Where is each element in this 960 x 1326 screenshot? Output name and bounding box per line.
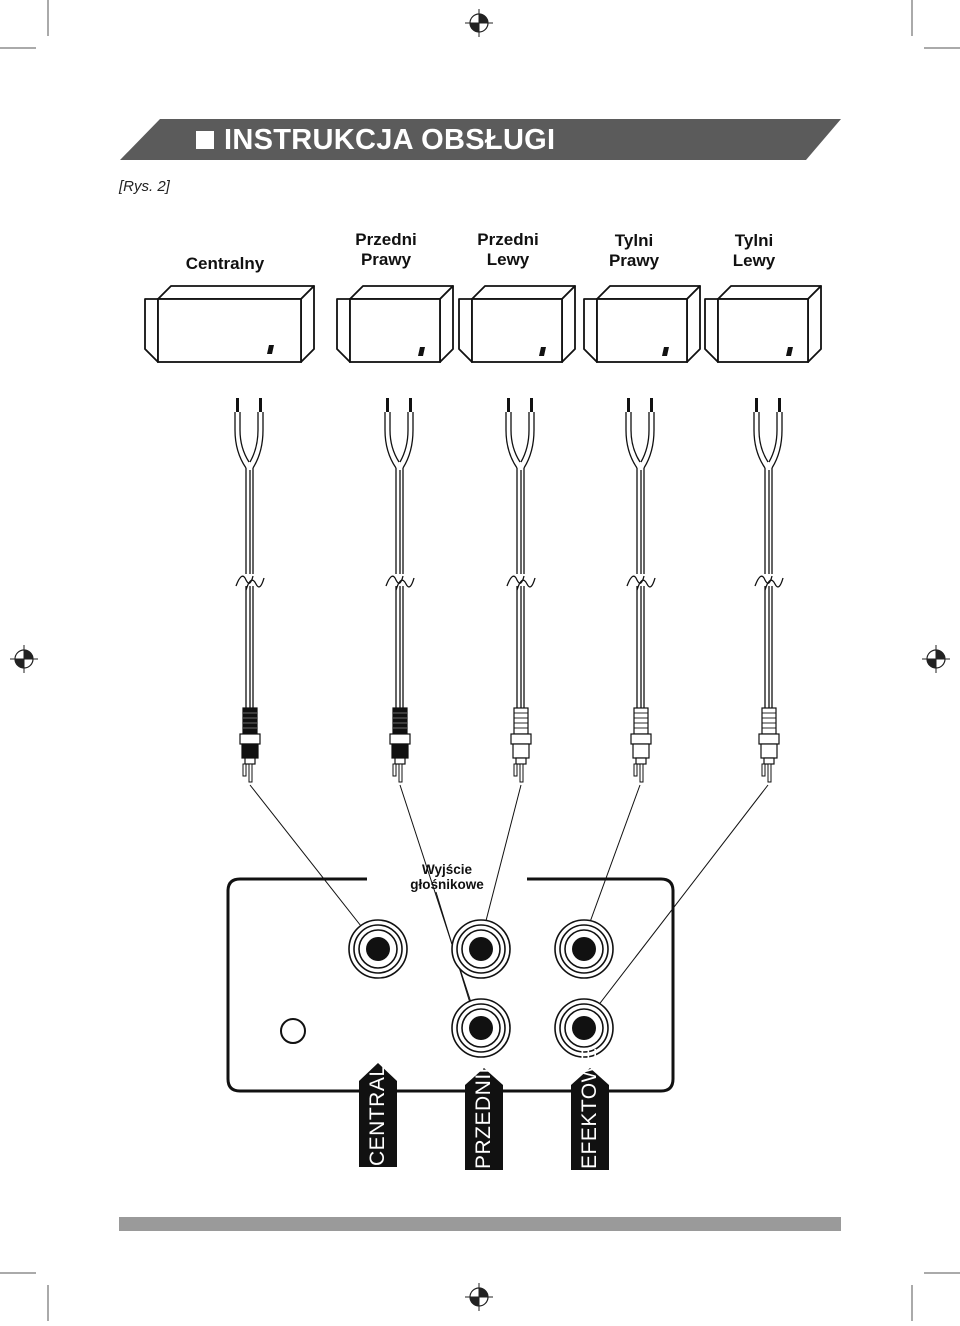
- registration-mark-icon: [465, 1283, 493, 1311]
- speaker-box-1: [144, 285, 315, 363]
- speaker-cable-2: [384, 398, 415, 783]
- speaker-terminal-icon: [418, 347, 425, 356]
- speaker-label-line: Lewy: [732, 251, 776, 270]
- rca-jack-4: [451, 998, 511, 1058]
- line-przedni-lewy: [479, 784, 522, 945]
- speaker-label-centralny: Centralny: [173, 254, 277, 274]
- speaker-label-line: Centralny: [185, 254, 265, 273]
- panel-indicator: [280, 1018, 306, 1044]
- speaker-cables: [234, 398, 784, 783]
- speaker-cable-3: [505, 398, 536, 783]
- connection-lines: [249, 784, 769, 1025]
- rca-jack-2: [451, 919, 511, 979]
- figure-reference: [Rys. 2]: [119, 178, 170, 195]
- speaker-label-przedni-prawy: Przedni Prawy: [336, 230, 436, 270]
- speaker-label-przedni-lewy: Przedni Lewy: [458, 230, 558, 270]
- header-title: INSTRUKCJA OBSŁUGI: [196, 120, 555, 160]
- speaker-box-4: [583, 285, 701, 363]
- header-title-text: INSTRUKCJA OBSŁUGI: [224, 123, 556, 156]
- speaker-label-line: Tylni: [614, 231, 654, 250]
- footer-band: [119, 1217, 841, 1231]
- speaker-box-2: [336, 285, 454, 363]
- speaker-label-line: Przedni: [355, 230, 417, 249]
- output-label-line: Wyjście: [421, 862, 473, 877]
- speaker-box-5: [704, 285, 822, 363]
- speaker-cable-5: [753, 398, 784, 783]
- speaker-label-tylni-prawy: Tylni Prawy: [584, 231, 684, 271]
- registration-mark-icon: [465, 9, 493, 37]
- tag-centralny: [359, 1063, 397, 1167]
- header-band: [120, 119, 841, 160]
- registration-mark-icon: [10, 645, 38, 673]
- line-przedni-prawy: [399, 784, 479, 1025]
- header-bullet-icon: [196, 131, 214, 149]
- registration-mark-icon: [922, 645, 950, 673]
- tag-przednie: [465, 1068, 503, 1170]
- line-centralny: [249, 784, 373, 941]
- tag-efektowe: [571, 1068, 609, 1170]
- registration-marks: [10, 9, 950, 1311]
- tag-label-efektowe: EFEKTOWE: [578, 1047, 601, 1169]
- speaker-label-tylni-lewy: Tylni Lewy: [704, 231, 804, 271]
- speaker-label-line: Tylni: [734, 231, 774, 250]
- speaker-cable-1: [234, 398, 265, 783]
- speaker-terminal-icon: [786, 347, 793, 356]
- rca-jack-5: [554, 998, 614, 1058]
- speaker-box-3: [458, 285, 576, 363]
- tag-label-centralny: CENTRALNY: [366, 1034, 389, 1166]
- speaker-cable-4: [625, 398, 656, 783]
- speaker-terminal-icon: [539, 347, 546, 356]
- speaker-boxes: [144, 285, 822, 363]
- speaker-label-line: Prawy: [608, 251, 660, 270]
- speaker-label-line: Lewy: [486, 250, 530, 269]
- output-panel: [226, 877, 675, 1093]
- tag-label-przednie: PRZEDNIE: [472, 1058, 495, 1169]
- speaker-terminal-icon: [662, 347, 669, 356]
- rca-jack-3: [554, 919, 614, 979]
- speaker-label-line: Prawy: [360, 250, 412, 269]
- line-tylni-lewy: [583, 784, 769, 1025]
- output-label-line: głośnikowe: [410, 877, 484, 892]
- speaker-label-line: Przedni: [477, 230, 539, 249]
- line-tylni-prawy: [581, 784, 641, 945]
- rca-jack-1: [348, 919, 408, 979]
- rca-jacks: [348, 919, 614, 1058]
- speaker-terminal-icon: [267, 345, 274, 354]
- output-label: Wyjście głośnikowe: [388, 862, 506, 892]
